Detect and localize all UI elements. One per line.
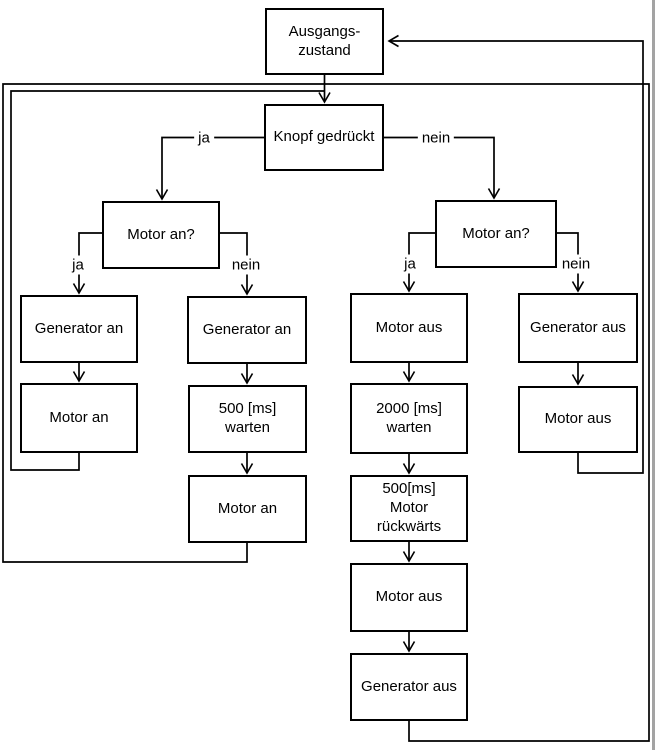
node-wait-500ms: 500 [ms] warten [188, 385, 307, 453]
connector-return-outer-loop [2, 83, 650, 742]
node-motor-aus-1: Motor aus [350, 293, 468, 363]
node-motor-aus-3: Motor aus [518, 386, 638, 453]
node-motor-aus-2: Motor aus [350, 563, 468, 632]
image-right-border [652, 0, 655, 750]
node-wait-2000ms: 2000 [ms] warten [350, 383, 468, 454]
node-knopf-gedrueckt: Knopf gedrückt [264, 104, 384, 171]
node-motor-an-question-left: Motor an? [102, 201, 220, 269]
connector-return-to-start [387, 34, 644, 474]
node-motor-an-2: Motor an [188, 475, 307, 543]
branch-label-qleft-ja: ja [68, 255, 88, 275]
branch-label-button-ja: ja [194, 128, 214, 148]
branch-label-qleft-nein: nein [227, 255, 265, 275]
node-ausgangszustand: Ausgangs- zustand [265, 8, 384, 75]
node-generator-aus-1: Generator aus [350, 653, 468, 721]
branch-label-qright-nein: nein [557, 254, 595, 274]
node-motor-an-1: Motor an [20, 383, 138, 453]
branch-label-button-nein: nein [417, 128, 455, 148]
node-motor-rueckwaerts: 500[ms] Motor rückwärts [350, 475, 468, 542]
node-generator-an-2: Generator an [187, 296, 307, 364]
connector-return-motor-an-1 [10, 90, 325, 471]
node-motor-an-question-right: Motor an? [435, 200, 557, 268]
node-generator-aus-2: Generator aus [518, 293, 638, 363]
branch-label-qright-ja: ja [400, 254, 420, 274]
node-generator-an-1: Generator an [20, 295, 138, 363]
connector-button-ja [155, 136, 264, 201]
